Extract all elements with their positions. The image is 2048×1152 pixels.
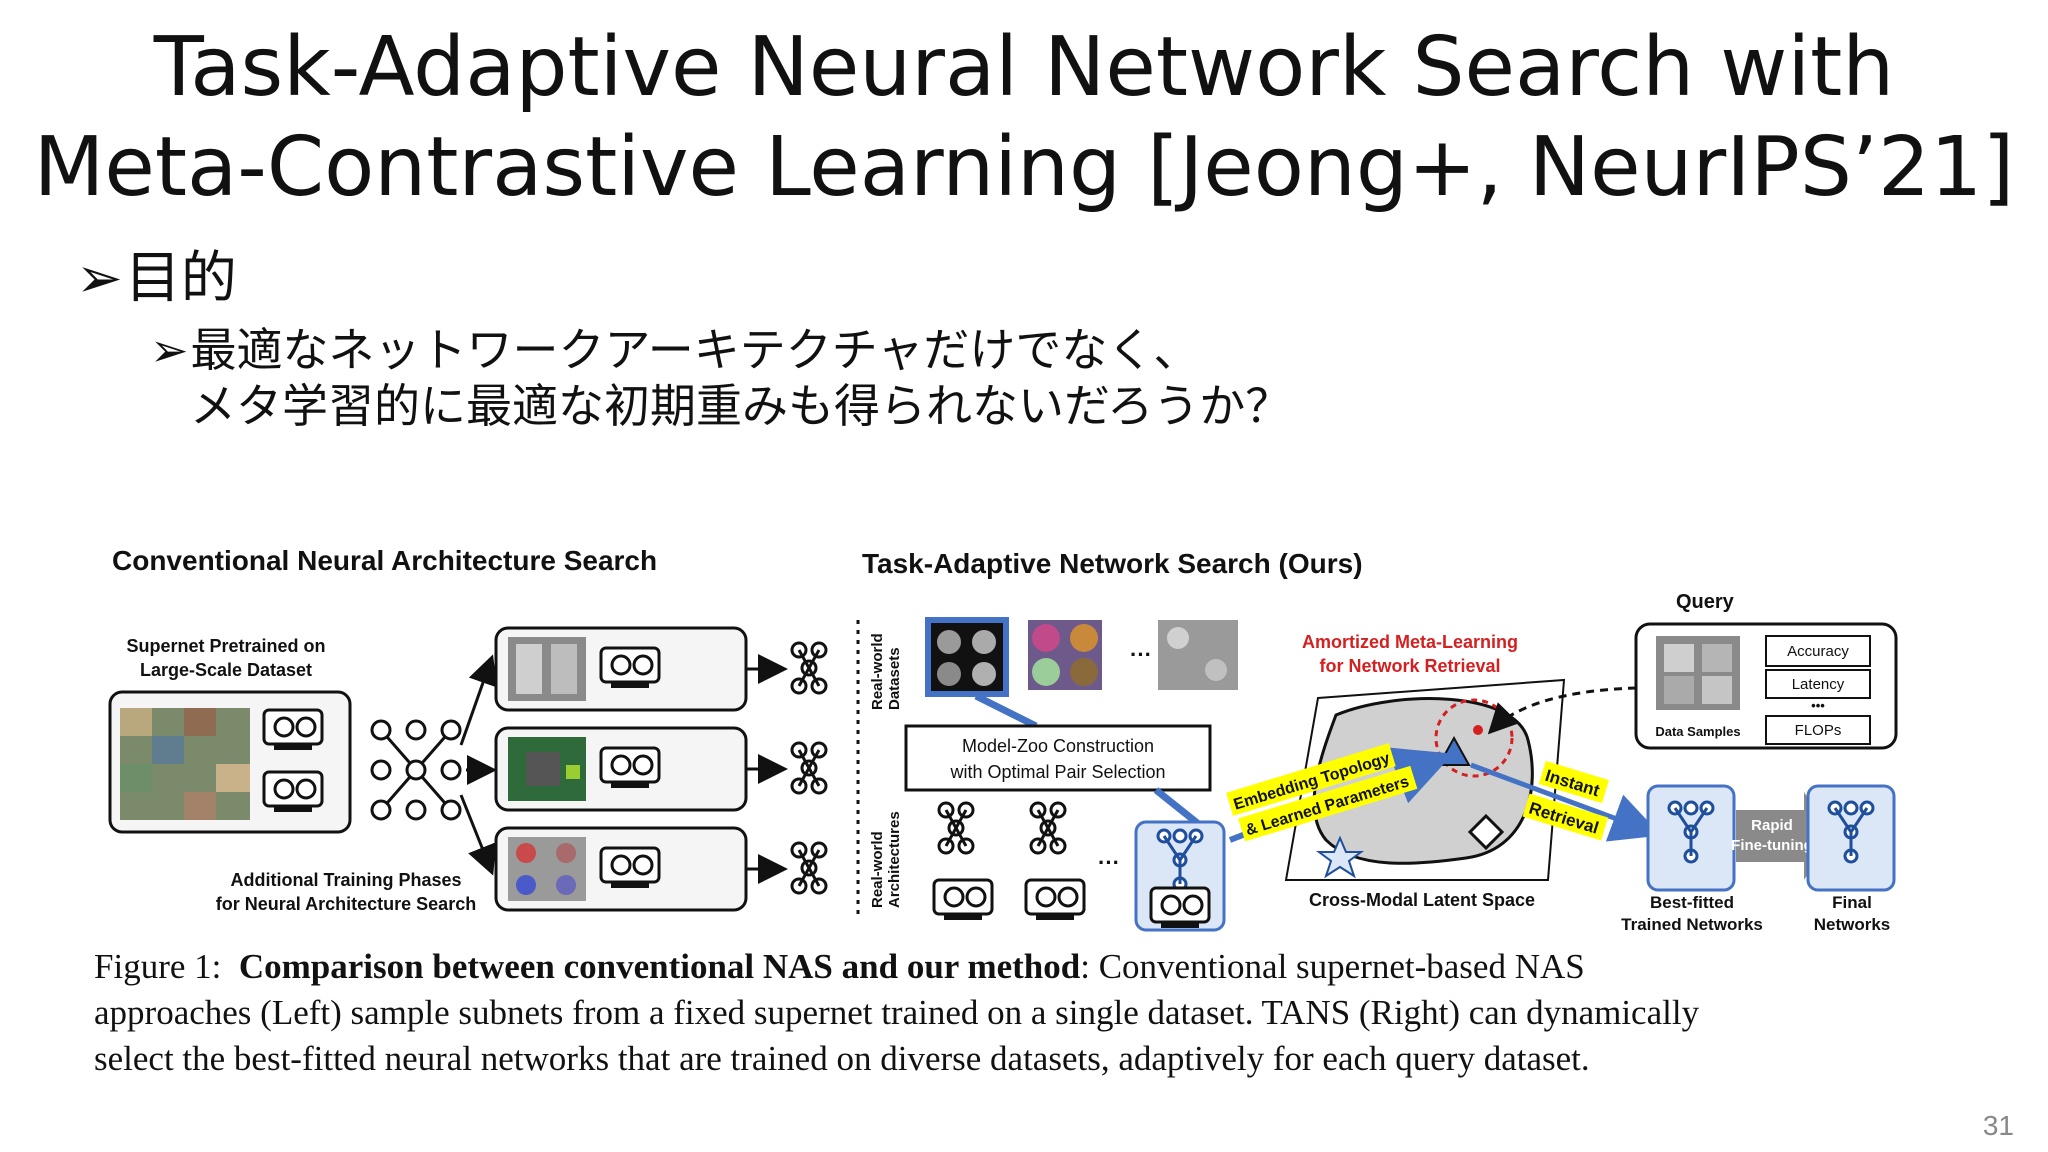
supernet-graph-icon [370,719,462,821]
metric-accuracy-box [1765,635,1871,667]
task-box-xray [494,626,748,712]
datasets-label-line-2: Datasets [886,647,903,710]
metric-latency-box [1765,669,1871,699]
gpu-icon [262,708,324,752]
dataset-thumbnail-texture [1028,620,1102,690]
title-line-2: Meta-Contrastive Learning [Jeong+, NeurI… [33,120,2015,215]
final-line-2: Networks [1814,915,1891,934]
bullet-question-line-1: 最適なネットワークアーキテクチャだけでなく、 [190,323,1200,377]
dataset-thumbnail-cells [1158,620,1238,690]
arrow-to-task-1 [459,654,498,746]
bullet-question: ➢最適なネットワークアーキテクチャだけでなく、 [150,322,1199,378]
figure-caption: Figure 1: Comparison between conventiona… [94,944,1944,1082]
supernet-label-line-1: Supernet Pretrained on [126,636,325,656]
arrow-to-task-3 [459,794,497,876]
training-label-line-1: Additional Training Phases [230,870,461,890]
architectures-label-line-1: Real-world [869,831,886,908]
bullet-question-line-2: メタ学習的に最適な初期重みも得られないだろうか？ [190,379,1292,433]
architecture-sample-2 [1024,801,1086,922]
model-zoo-line-2: with Optimal Pair Selection [949,762,1165,782]
comparison-figure: Conventional Neural Architecture Search … [108,545,1898,934]
architectures-label-line-2: Architectures [886,811,903,908]
data-samples-label: Data Samples [1655,724,1740,739]
title-line-1: Task-Adaptive Neural Network Search with [153,20,1895,115]
caption-line-2: approaches (Left) sample subnets from a … [94,993,1700,1032]
architecture-ellipsis: ··· [1098,850,1120,875]
query-data-samples-image [1656,636,1740,710]
retrieval-radius-circle [1434,698,1514,778]
bullet-arrow-icon: ➢ [76,246,123,311]
page-number: 31 [1982,1110,2014,1141]
supernet-label-line-2: Large-Scale Dataset [140,660,312,680]
subnet-icon [790,841,828,895]
imagenet-mosaic-image [120,708,250,820]
left-heading: Conventional Neural Architecture Search [112,545,657,576]
amortized-line-2: for Network Retrieval [1319,656,1500,676]
caption-line-1: Figure 1: Comparison between conventiona… [94,944,1944,990]
model-zoo-line-1: Model-Zoo Construction [962,736,1154,756]
rapid-line-2: Fine-tuning [1731,837,1813,854]
best-fitted-line-2: Trained Networks [1621,915,1763,934]
zoo-connector-top [974,692,1038,730]
bullet-arrow-icon: ➢ [150,323,189,377]
star-icon [1316,835,1364,879]
caption-line-3: select the best-fitted neural networks t… [94,1039,1590,1078]
datasets-label-line-1: Real-world [869,633,886,710]
task-box-circuit [494,726,748,812]
task-box-cells [494,826,748,912]
amortized-line-1: Amortized Meta-Learning [1302,632,1518,652]
training-label-line-2: for Neural Architecture Search [216,894,476,914]
metric-flops: FLOPs [1795,722,1842,739]
caption-bold-text: Comparison between conventional NAS and … [238,947,1081,986]
architecture-sample-1 [932,801,994,922]
caption-rest-line-1: : Conventional supernet-based NAS [1080,947,1585,986]
metric-latency: Latency [1792,676,1845,693]
model-zoo-box [904,724,1212,792]
subnet-icon [790,741,828,795]
bullet-purpose: ➢目的 [76,244,237,314]
metric-accuracy: Accuracy [1787,643,1849,660]
gpu-icon [262,770,324,814]
latent-space-label: Cross-Modal Latent Space [1309,890,1535,910]
slide-title: Task-Adaptive Neural Network Search with… [0,18,2048,218]
query-dashed-arrow [1487,686,1637,735]
query-label: Query [1676,591,1735,613]
rapid-line-1: Rapid [1751,817,1793,834]
subnet-icon [790,641,828,695]
bullet-purpose-text: 目的 [124,246,237,311]
best-fitted-line-1: Best-fitted [1650,893,1734,912]
retrieval-arrow [1470,762,1662,842]
architecture-sample-selected [1134,820,1226,932]
datasets-side-label: Real-world Datasets [869,633,903,710]
right-heading: Task-Adaptive Network Search (Ours) [862,548,1363,579]
dataset-thumbnail-brain [925,617,1009,697]
query-point [1473,725,1483,735]
final-line-1: Final [1832,893,1872,912]
architectures-side-label: Real-world Architectures [869,811,903,908]
metric-flops-box [1765,715,1871,745]
metric-ellipsis: ••• [1811,698,1825,713]
dataset-ellipsis: ··· [1130,642,1152,667]
caption-figure-label: Figure 1: [94,947,222,986]
diamond-icon [1467,813,1505,851]
